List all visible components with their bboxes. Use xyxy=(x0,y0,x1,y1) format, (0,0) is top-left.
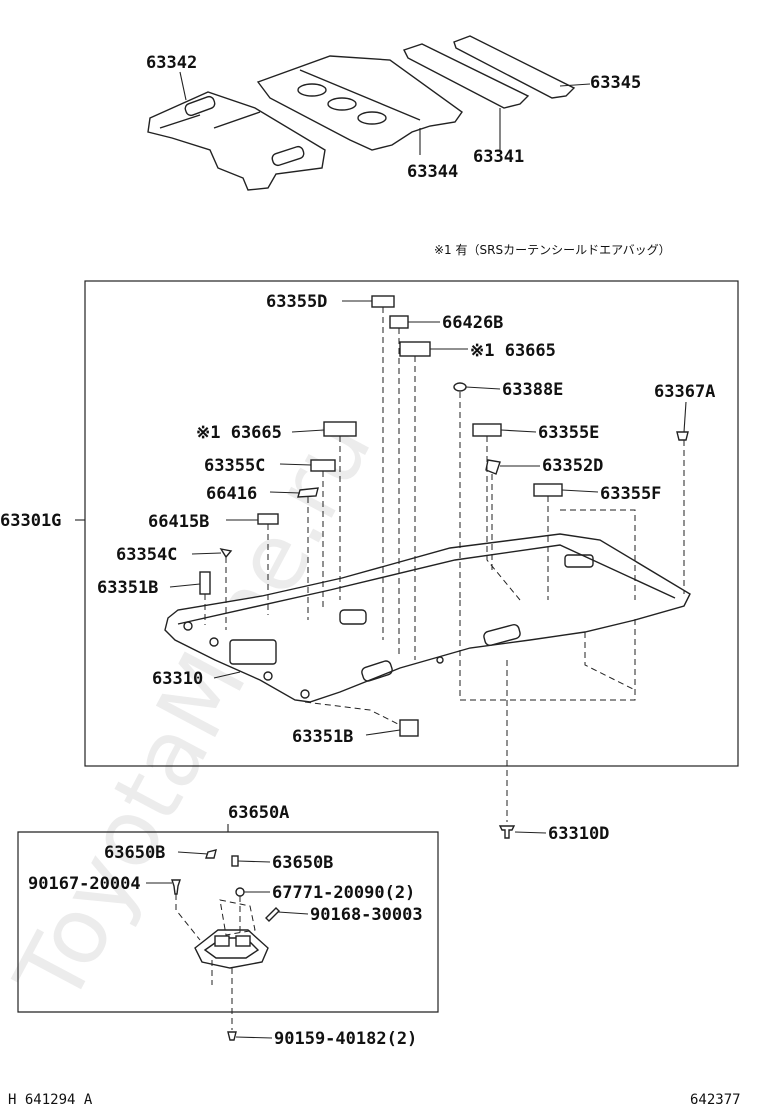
label-90159-40182: 90159-40182(2) xyxy=(274,1029,417,1049)
label-63354C: 63354C xyxy=(116,545,177,565)
label-63351B-upper: 63351B xyxy=(97,578,158,598)
part-63355E xyxy=(472,423,502,437)
label-63355C: 63355C xyxy=(204,456,265,476)
part-63665-upper xyxy=(399,341,431,357)
label-63355E: 63355E xyxy=(538,423,599,443)
label-63388E: 63388E xyxy=(502,380,563,400)
assembly-frame-63301G xyxy=(84,280,739,767)
pad-63344 xyxy=(256,55,463,151)
part-66426B xyxy=(389,315,409,329)
part-63354C xyxy=(219,547,233,559)
pad-63345 xyxy=(453,35,576,99)
label-63650A: 63650A xyxy=(228,803,289,823)
label-63342: 63342 xyxy=(146,53,197,73)
part-63351B-upper xyxy=(199,571,211,595)
label-63310D: 63310D xyxy=(548,824,609,844)
label-63650B-right: 63650B xyxy=(272,853,333,873)
screw-90167 xyxy=(171,879,181,895)
label-63301G: 63301G xyxy=(0,511,61,531)
part-63665-lower xyxy=(323,421,357,437)
label-66426B: 66426B xyxy=(442,313,503,333)
label-63310: 63310 xyxy=(152,669,203,689)
pad-63341 xyxy=(403,43,530,109)
label-63355D: 63355D xyxy=(266,292,327,312)
label-63344: 63344 xyxy=(407,162,458,182)
part-63367A xyxy=(676,431,689,441)
label-67771-20090: 67771-20090(2) xyxy=(272,883,415,903)
airbag-note: ※1 有（SRSカーテンシールドエアバッグ） xyxy=(434,243,671,257)
part-63388E xyxy=(453,382,467,392)
label-63367A: 63367A xyxy=(654,382,715,402)
clip-63310D xyxy=(498,825,516,839)
part-63355D xyxy=(371,295,395,308)
lens-63650B-right xyxy=(231,855,239,867)
pad-63342 xyxy=(147,91,326,191)
label-63665-upper: ※1 63665 xyxy=(470,341,556,361)
label-90168-30003: 90168-30003 xyxy=(310,905,423,925)
label-63650B-left: 63650B xyxy=(104,843,165,863)
watermark: ToyotaMine.ru xyxy=(0,400,392,1021)
part-63351B-lower xyxy=(399,719,419,737)
part-63355F xyxy=(533,483,563,497)
part-63355C xyxy=(310,459,336,472)
label-66416: 66416 xyxy=(206,484,257,504)
footer-code-right: 642377 xyxy=(690,1092,741,1108)
screw-90168 xyxy=(265,907,280,922)
footer-code-left: H 641294 A xyxy=(8,1092,93,1108)
headliner-63310 xyxy=(164,509,691,703)
label-63345: 63345 xyxy=(590,73,641,93)
label-63355F: 63355F xyxy=(600,484,661,504)
label-63351B-lower: 63351B xyxy=(292,727,353,747)
part-63352D xyxy=(485,459,501,475)
label-63665-lower: ※1 63665 xyxy=(196,423,282,443)
label-63352D: 63352D xyxy=(542,456,603,476)
lens-63650B-left xyxy=(205,849,217,859)
lamp-assembly-frame xyxy=(17,831,439,1013)
room-lamp xyxy=(194,929,269,969)
bulb-67771 xyxy=(235,887,245,897)
label-90167-20004: 90167-20004 xyxy=(28,874,141,894)
label-66415B: 66415B xyxy=(148,512,209,532)
label-63341: 63341 xyxy=(473,147,524,167)
part-66415B xyxy=(257,513,279,525)
screw-90159 xyxy=(227,1031,237,1041)
part-66416 xyxy=(297,487,319,498)
